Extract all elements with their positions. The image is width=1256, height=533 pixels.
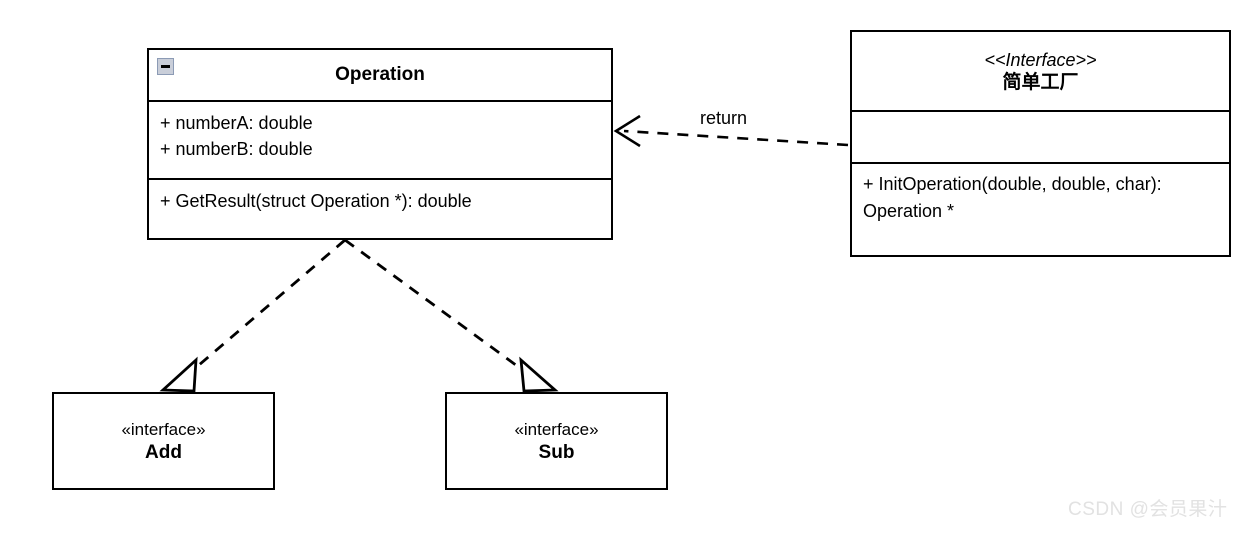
simple-factory-methods-section: + InitOperation(double, double, char): O…: [852, 162, 1229, 255]
class-box-simple-factory[interactable]: <<Interface>> 简单工厂 + InitOperation(doubl…: [850, 30, 1231, 257]
sub-title-section: «interface» Sub: [447, 394, 666, 488]
simple-factory-method: + InitOperation(double, double, char): O…: [863, 174, 1162, 221]
operation-attribute: + numberB: double: [160, 139, 313, 159]
operation-attributes-section: + numberA: double + numberB: double: [149, 100, 611, 178]
add-class-name: Add: [145, 442, 182, 463]
minus-icon-bar: [161, 65, 170, 68]
sub-realization-arrowhead: [519, 356, 559, 393]
class-box-operation[interactable]: Operation + numberA: double + numberB: d…: [147, 48, 613, 240]
edge-add-realization: [159, 238, 346, 393]
edge-label-return: return: [697, 108, 751, 128]
operation-title-section: Operation: [149, 50, 611, 100]
add-realization-arrowhead: [159, 356, 198, 393]
operation-method: + GetResult(struct Operation *): double: [160, 191, 472, 211]
operation-class-name: Operation: [335, 64, 425, 85]
add-title-section: «interface» Add: [54, 394, 273, 488]
simple-factory-title-section: <<Interface>> 简单工厂: [852, 32, 1229, 110]
sub-stereotype: «interface»: [514, 420, 599, 439]
minus-icon[interactable]: [157, 58, 174, 75]
csdn-watermark: CSDN @会员果汁: [1068, 499, 1228, 520]
sub-class-name: Sub: [538, 442, 575, 463]
add-stereotype: «interface»: [121, 420, 206, 439]
class-box-sub[interactable]: «interface» Sub: [445, 392, 668, 490]
operation-attribute: + numberA: double: [160, 113, 313, 133]
return-dependency-line: [623, 129, 849, 147]
operation-methods-section: + GetResult(struct Operation *): double: [149, 178, 611, 238]
add-realization-line: [191, 238, 346, 373]
return-dependency-arrowhead: [613, 114, 641, 148]
simple-factory-stereotype: <<Interface>>: [984, 49, 1097, 70]
sub-realization-line: [344, 238, 525, 373]
simple-factory-class-name: 简单工厂: [1002, 71, 1079, 93]
class-box-add[interactable]: «interface» Add: [52, 392, 275, 490]
simple-factory-attributes-section: [852, 110, 1229, 162]
edge-sub-realization: [344, 238, 559, 393]
edge-return-dependency: [613, 114, 849, 148]
